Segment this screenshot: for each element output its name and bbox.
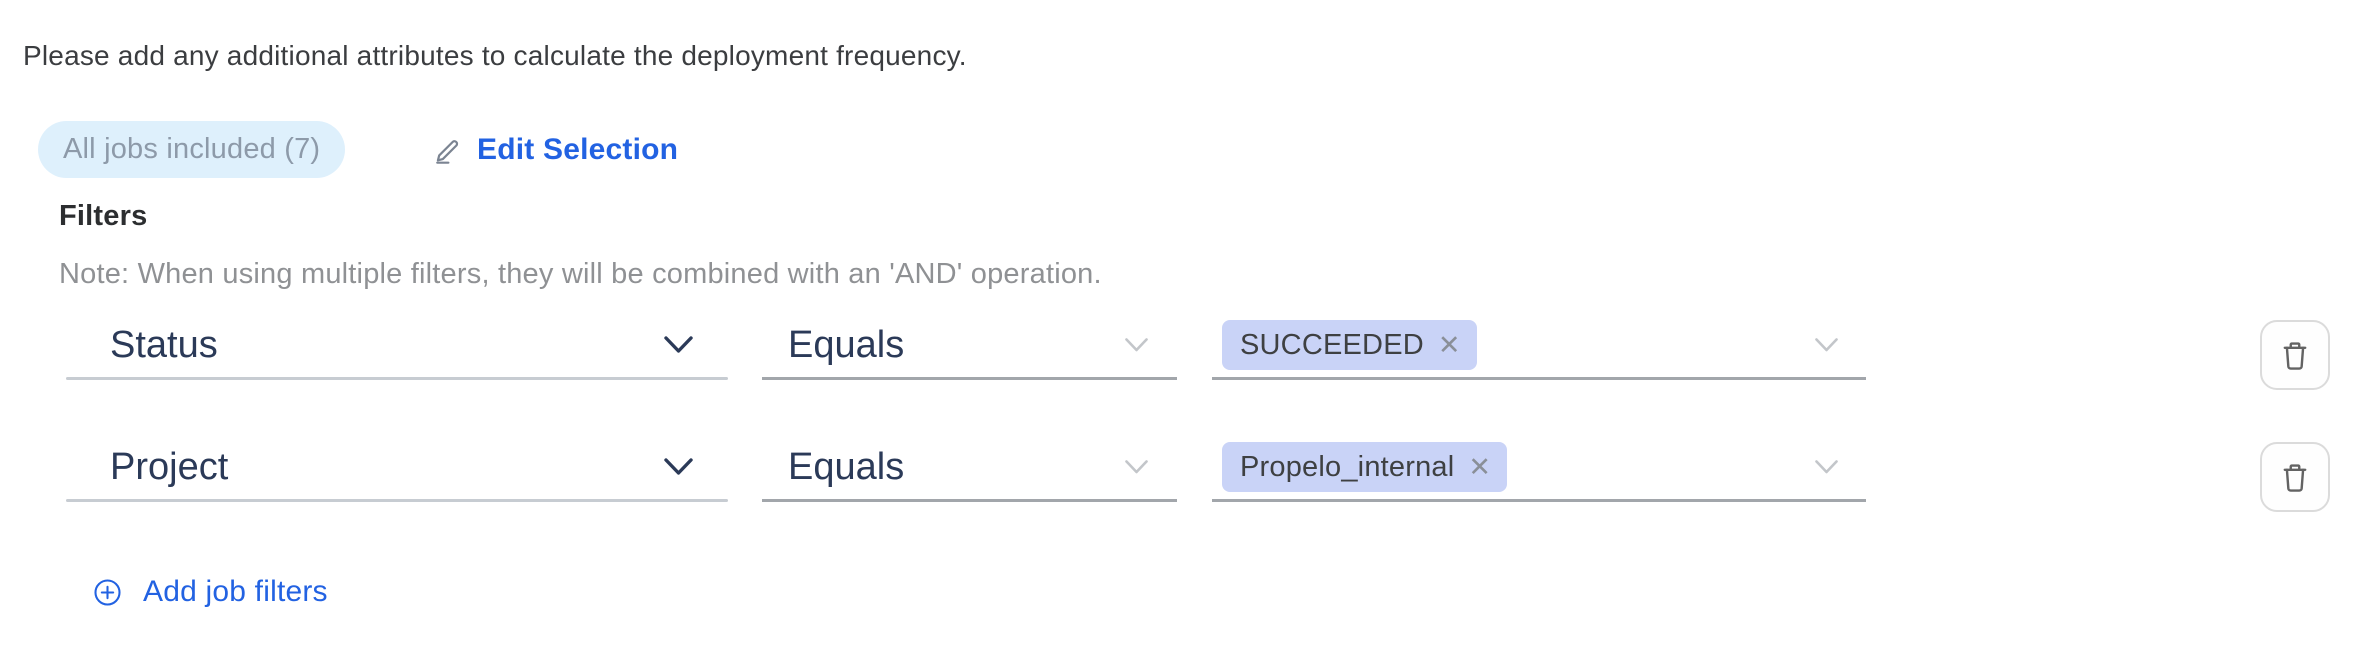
edit-selection-label: Edit Selection bbox=[477, 132, 679, 166]
delete-filter-button[interactable] bbox=[2260, 320, 2330, 390]
filter-operator-select[interactable]: Equals bbox=[762, 310, 1177, 380]
chevron-down-icon bbox=[664, 458, 693, 475]
pencil-underline-icon bbox=[436, 140, 459, 164]
all-jobs-included-label: All jobs included (7) bbox=[63, 133, 321, 165]
filter-operator-value: Equals bbox=[788, 445, 905, 488]
all-jobs-included-badge: All jobs included (7) bbox=[38, 121, 346, 178]
select-underline bbox=[762, 377, 1177, 380]
select-underline bbox=[762, 499, 1177, 502]
select-underline bbox=[1212, 499, 1866, 502]
value-tag-label: SUCCEEDED bbox=[1240, 328, 1424, 361]
filter-attribute-value: Status bbox=[110, 323, 218, 366]
chevron-down-icon bbox=[1125, 460, 1148, 474]
trash-icon bbox=[2283, 464, 2307, 492]
select-underline bbox=[66, 377, 728, 380]
value-tag: SUCCEEDED ✕ bbox=[1222, 320, 1477, 370]
trash-icon bbox=[2283, 342, 2307, 370]
remove-tag-icon[interactable]: ✕ bbox=[1468, 451, 1492, 483]
add-job-filters-label: Add job filters bbox=[143, 575, 328, 608]
add-job-filters-button[interactable]: Add job filters bbox=[92, 574, 328, 610]
filter-values-select[interactable]: Propelo_internal ✕ bbox=[1212, 432, 1866, 502]
chevron-down-icon bbox=[1815, 460, 1838, 474]
page-title: Please add any additional attributes to … bbox=[23, 40, 967, 71]
filter-operator-select[interactable]: Equals bbox=[762, 432, 1177, 502]
filters-note: Note: When using multiple filters, they … bbox=[59, 258, 1102, 290]
filter-attribute-select[interactable]: Project bbox=[66, 432, 728, 502]
value-tag-label: Propelo_internal bbox=[1240, 450, 1455, 483]
filter-operator-value: Equals bbox=[788, 323, 905, 366]
chevron-down-icon bbox=[664, 336, 693, 353]
delete-filter-button[interactable] bbox=[2260, 442, 2330, 512]
filter-values-select[interactable]: SUCCEEDED ✕ bbox=[1212, 310, 1866, 380]
chevron-down-icon bbox=[1815, 338, 1838, 352]
select-underline bbox=[66, 499, 728, 502]
remove-tag-icon[interactable]: ✕ bbox=[1437, 329, 1461, 361]
filter-attribute-value: Project bbox=[110, 445, 229, 488]
select-underline bbox=[1212, 377, 1866, 380]
filters-heading: Filters bbox=[59, 200, 148, 232]
value-tag: Propelo_internal ✕ bbox=[1222, 442, 1508, 492]
filter-attribute-select[interactable]: Status bbox=[66, 310, 728, 380]
chevron-down-icon bbox=[1125, 338, 1148, 352]
circle-plus-icon bbox=[94, 578, 121, 606]
edit-selection-button[interactable]: Edit Selection bbox=[433, 121, 678, 178]
